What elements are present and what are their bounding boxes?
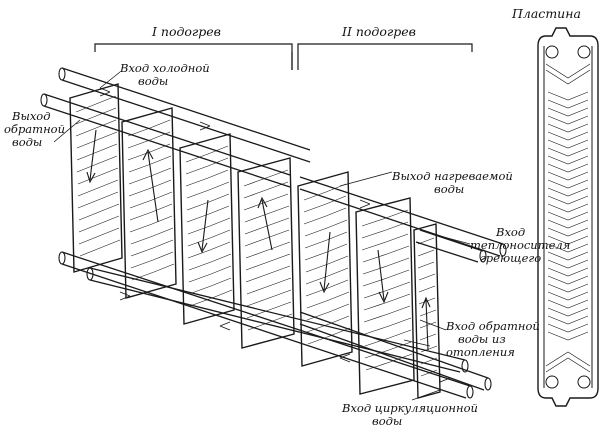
label-circ-in-line1: Вход циркуляционной	[341, 401, 478, 415]
pipe-top-cold	[61, 67, 311, 163]
labels: Вход холодной воды Выход обратной воды В…	[4, 61, 570, 428]
pipe-lower-a	[61, 251, 471, 399]
label-heating-in-line3: греющего	[480, 251, 541, 265]
plate-frame-5	[297, 171, 353, 367]
label-heating-in-line2: теплоносителя	[470, 238, 570, 252]
label-return-out-line1: Выход	[11, 109, 51, 123]
plate-frame-3	[179, 133, 235, 325]
pipe-heated-out	[299, 176, 504, 257]
plate-frame-2	[121, 107, 177, 299]
plate-frame-1	[69, 83, 123, 273]
label-return-in-line3: отопления	[446, 345, 515, 359]
label-return-in-line1: Вход обратной	[445, 319, 540, 333]
pipes	[43, 67, 504, 399]
plate-frame-4	[237, 157, 295, 349]
plate-frame-7	[413, 223, 441, 399]
label-circ-in-line2: воды	[372, 414, 402, 428]
pipe-ends	[40, 67, 507, 399]
pipe-return-upper	[43, 93, 291, 188]
plate-frames	[69, 83, 441, 399]
label-cold-in-line1: Вход холодной	[119, 61, 210, 75]
label-heated-out-line1: Выход нагреваемой	[391, 169, 513, 183]
stage1-header: I подогрев	[151, 24, 221, 39]
pipe-flow-arrows	[99, 87, 451, 383]
single-plate	[537, 27, 599, 407]
label-heating-in-line1: Вход	[495, 225, 525, 239]
label-return-out-line2: обратной	[4, 122, 65, 136]
label-cold-in-line2: воды	[138, 74, 168, 88]
label-return-out-line3: воды	[12, 135, 42, 149]
label-return-in-line2: воды из	[458, 332, 506, 346]
pipe-heating-in	[415, 229, 484, 263]
pipe-lower-b	[89, 267, 466, 373]
plate-frame-6	[355, 197, 415, 395]
label-heated-out-line2: воды	[434, 182, 464, 196]
plate-header: Пластина	[511, 6, 581, 21]
leader-lines	[53, 71, 471, 401]
stage2-header: II подогрев	[341, 24, 416, 39]
stage-brackets	[94, 43, 473, 70]
